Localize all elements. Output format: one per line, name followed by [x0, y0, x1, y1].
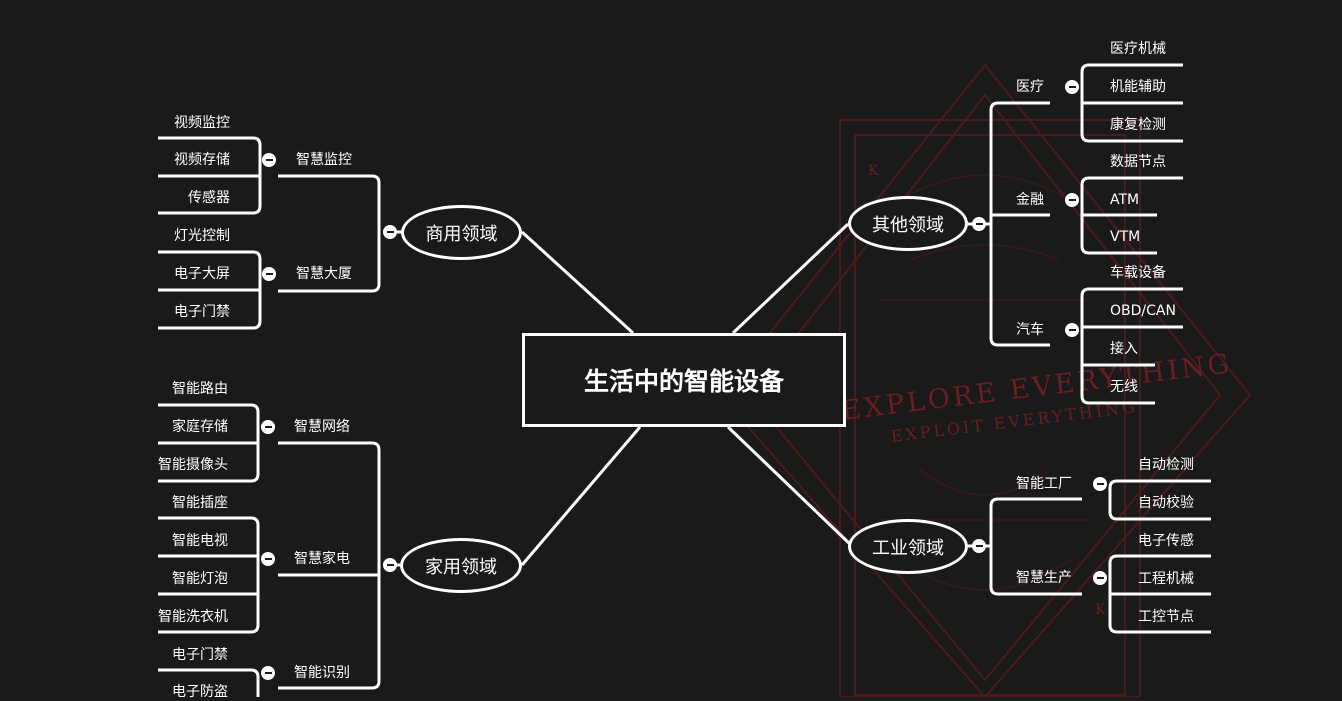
- collapse-smart-building-button[interactable]: [262, 267, 276, 281]
- collapse-smart-appliance-button[interactable]: [261, 552, 275, 566]
- collapse-home-button[interactable]: [383, 558, 397, 572]
- group-label[interactable]: 智慧生产: [1016, 570, 1072, 586]
- leaf-item[interactable]: 智能电视: [172, 533, 228, 549]
- branch-other[interactable]: 其他领域: [848, 196, 968, 251]
- leaf-item[interactable]: 电子门禁: [172, 647, 228, 663]
- leaf-item[interactable]: 电子传感: [1138, 533, 1194, 549]
- leaf-item[interactable]: 电子门禁: [174, 304, 230, 320]
- group-label[interactable]: 智能工厂: [1016, 476, 1072, 492]
- group-label[interactable]: 智能识别: [294, 665, 350, 681]
- leaf-item[interactable]: 机能辅助: [1110, 79, 1166, 95]
- group-label[interactable]: 金融: [1016, 192, 1044, 208]
- branch-industry[interactable]: 工业领域: [848, 519, 968, 574]
- leaf-item[interactable]: 电子大屏: [174, 266, 230, 282]
- root-node[interactable]: 生活中的智能设备: [522, 333, 846, 427]
- leaf-item[interactable]: 灯光控制: [174, 228, 230, 244]
- leaf-item[interactable]: 康复检测: [1110, 117, 1166, 133]
- branch-home-label: 家用领域: [425, 556, 497, 578]
- root-node-label: 生活中的智能设备: [583, 367, 784, 396]
- group-label[interactable]: 智慧网络: [294, 419, 350, 435]
- branch-commercial-label: 商用领域: [425, 223, 498, 245]
- branch-industry-label: 工业领域: [872, 537, 944, 559]
- collapse-smart-monitor-button[interactable]: [262, 153, 276, 167]
- group-label[interactable]: 汽车: [1016, 322, 1044, 338]
- group-label[interactable]: 智慧监控: [296, 152, 352, 168]
- collapse-medical-button[interactable]: [1065, 80, 1079, 94]
- leaf-item[interactable]: 医疗机械: [1110, 41, 1166, 57]
- collapse-other-button[interactable]: [972, 217, 986, 231]
- branch-other-label: 其他领域: [872, 214, 944, 236]
- watermark-card-letter-top: K: [868, 163, 882, 179]
- collapse-smart-recognition-button[interactable]: [261, 666, 275, 680]
- leaf-item[interactable]: 智能摄像头: [158, 457, 228, 473]
- leaf-item[interactable]: 工控节点: [1138, 609, 1194, 625]
- leaf-item[interactable]: 无线: [1110, 379, 1138, 395]
- leaf-item[interactable]: 家庭存储: [172, 419, 228, 435]
- leaf-item[interactable]: 自动检测: [1138, 457, 1194, 473]
- leaf-item[interactable]: ATM: [1110, 192, 1140, 208]
- leaf-item[interactable]: 工程机械: [1138, 571, 1194, 587]
- collapse-smart-production-button[interactable]: [1093, 571, 1107, 585]
- group-label[interactable]: 智慧家电: [294, 551, 350, 567]
- leaf-item[interactable]: 视频监控: [174, 115, 230, 131]
- collapse-auto-button[interactable]: [1065, 323, 1079, 337]
- group-label[interactable]: 智慧大厦: [296, 266, 352, 282]
- collapse-smart-factory-button[interactable]: [1093, 477, 1107, 491]
- branch-home[interactable]: 家用领域: [400, 538, 522, 593]
- leaf-item[interactable]: 自动校验: [1138, 495, 1194, 511]
- watermark-card-letter-bottom: K: [1095, 602, 1109, 618]
- collapse-industry-button[interactable]: [972, 539, 986, 553]
- leaf-item[interactable]: 车载设备: [1110, 265, 1166, 281]
- collapse-commercial-button[interactable]: [383, 225, 397, 239]
- leaf-item[interactable]: OBD/CAN: [1110, 303, 1176, 319]
- leaf-item[interactable]: 视频存储: [174, 152, 230, 168]
- leaf-item[interactable]: VTM: [1110, 229, 1141, 245]
- leaf-item[interactable]: 智能路由: [172, 381, 228, 397]
- leaf-item[interactable]: 智能插座: [172, 495, 228, 511]
- leaf-item[interactable]: 智能灯泡: [172, 571, 228, 587]
- branch-commercial[interactable]: 商用领域: [401, 205, 522, 260]
- collapse-finance-button[interactable]: [1065, 193, 1079, 207]
- leaf-item[interactable]: 智能洗衣机: [158, 609, 228, 625]
- group-label[interactable]: 医疗: [1016, 79, 1044, 95]
- leaf-item[interactable]: 电子防盗: [172, 684, 228, 700]
- leaf-item[interactable]: 传感器: [188, 190, 230, 206]
- leaf-item[interactable]: 数据节点: [1110, 154, 1166, 170]
- leaf-item[interactable]: 接入: [1110, 341, 1138, 357]
- collapse-smart-network-button[interactable]: [261, 420, 275, 434]
